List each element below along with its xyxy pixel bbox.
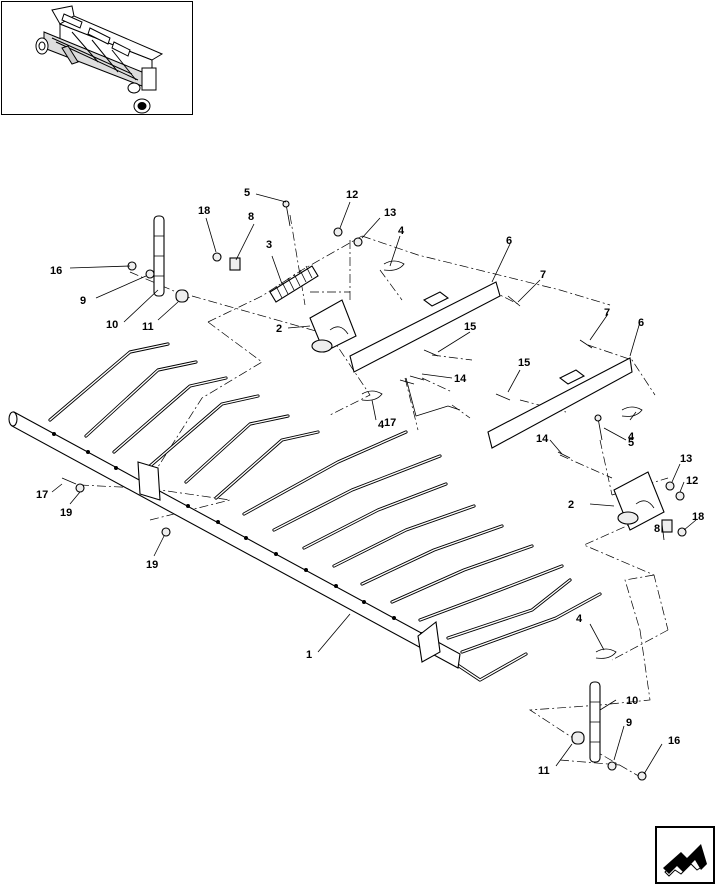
pivot-plate-upper-tab bbox=[422, 291, 450, 307]
tine-bar-tube bbox=[11, 411, 461, 669]
pivot-plate-lower-tab bbox=[558, 369, 586, 385]
machine-thumbnail bbox=[1, 1, 193, 115]
callout-17: 17 bbox=[384, 417, 396, 429]
callout-3: 3 bbox=[266, 239, 272, 251]
callout-12: 12 bbox=[346, 189, 358, 201]
callout-4: 4 bbox=[378, 419, 385, 431]
callout-15: 15 bbox=[464, 321, 476, 333]
callout-4: 4 bbox=[628, 431, 635, 443]
callout-8: 8 bbox=[654, 523, 660, 535]
callout-2: 2 bbox=[568, 499, 574, 511]
callout-10: 10 bbox=[626, 695, 638, 707]
next-page-button[interactable] bbox=[655, 826, 715, 884]
callout-14: 14 bbox=[454, 373, 467, 385]
spring bbox=[269, 265, 319, 303]
tube-end bbox=[8, 411, 18, 427]
chain-lower bbox=[589, 681, 601, 763]
callout-labels: 1 2 2 3 4 4 4 4 5 5 6 6 7 7 8 8 9 9 10 1… bbox=[36, 187, 704, 777]
leader-lines bbox=[51, 193, 697, 775]
callout-8: 8 bbox=[248, 211, 254, 223]
bracket-lower bbox=[613, 471, 665, 531]
callout-1: 1 bbox=[306, 649, 312, 661]
bracket-upper bbox=[309, 299, 357, 353]
callout-17: 17 bbox=[36, 489, 48, 501]
callout-16: 16 bbox=[668, 735, 680, 747]
callout-9: 9 bbox=[626, 717, 632, 729]
callout-4: 4 bbox=[398, 225, 405, 237]
callout-11: 11 bbox=[538, 765, 550, 777]
callout-7: 7 bbox=[540, 269, 546, 281]
callout-11: 11 bbox=[142, 321, 154, 333]
machine-overview-icon bbox=[35, 5, 164, 114]
callout-6: 6 bbox=[638, 317, 644, 329]
tine-bar-assembly bbox=[8, 342, 602, 682]
callout-18: 18 bbox=[198, 205, 210, 217]
chain-upper bbox=[153, 215, 165, 297]
callout-9: 9 bbox=[80, 295, 86, 307]
tube-end-plate-left bbox=[137, 461, 161, 501]
callout-19: 19 bbox=[146, 559, 158, 571]
callout-19: 19 bbox=[60, 507, 72, 519]
callout-7: 7 bbox=[604, 307, 610, 319]
pivot-plate-lower bbox=[487, 357, 633, 449]
callout-10: 10 bbox=[106, 319, 118, 331]
callout-13: 13 bbox=[680, 453, 692, 465]
callout-5: 5 bbox=[244, 187, 250, 199]
callout-14: 14 bbox=[536, 433, 549, 445]
rake-tines bbox=[48, 342, 602, 682]
callout-12: 12 bbox=[686, 475, 698, 487]
callout-4: 4 bbox=[576, 613, 583, 625]
tube-end-plate-right bbox=[417, 620, 441, 663]
callout-6: 6 bbox=[506, 235, 512, 247]
callout-18: 18 bbox=[692, 511, 704, 523]
callout-5: 5 bbox=[628, 437, 634, 449]
pivot-plate-upper bbox=[349, 281, 501, 373]
callout-16: 16 bbox=[50, 265, 62, 277]
callout-13: 13 bbox=[384, 207, 396, 219]
callout-2: 2 bbox=[276, 323, 282, 335]
callout-15: 15 bbox=[518, 357, 530, 369]
arrow-next-icon bbox=[663, 844, 707, 877]
